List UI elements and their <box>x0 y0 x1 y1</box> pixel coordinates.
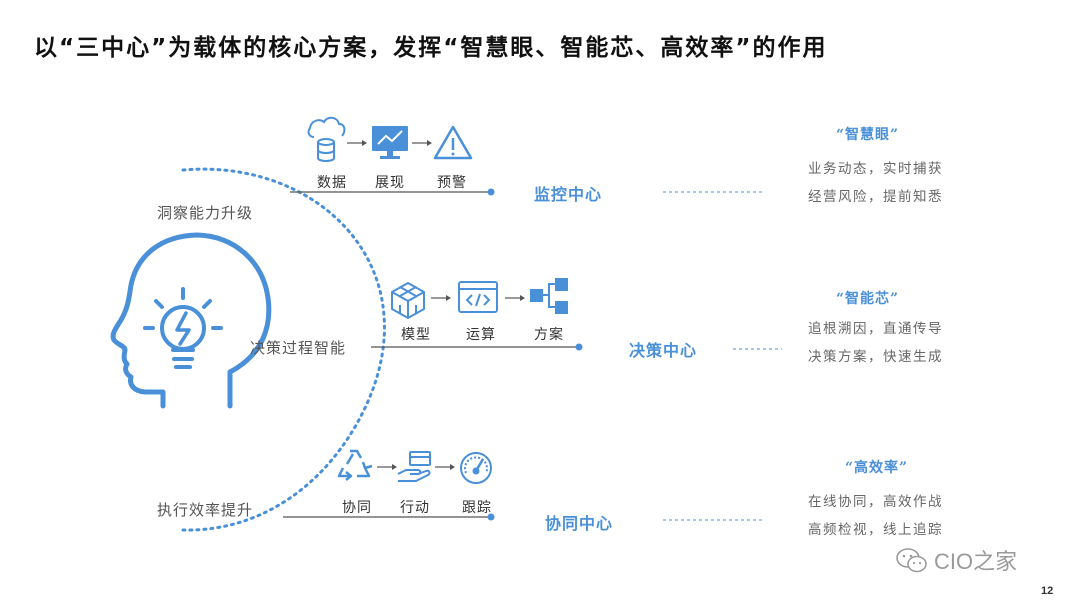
icon-label-display: 展现 <box>375 175 405 191</box>
arrow-icon <box>431 295 451 301</box>
icon-label-action: 行动 <box>400 500 430 516</box>
arrow-icon <box>412 140 432 146</box>
description-line: 高频检视，线上追踪 <box>808 522 943 538</box>
arrow-icon <box>347 140 367 146</box>
watermark-text: CIO之家 <box>934 549 1018 574</box>
center-decision: 决策中心 <box>629 341 698 360</box>
arrow-icon <box>505 295 525 301</box>
icon-label-alert: 预警 <box>437 175 467 191</box>
icon-label-track: 跟踪 <box>462 500 492 516</box>
icon-label-data: 数据 <box>317 175 347 191</box>
code-window-icon <box>458 281 498 313</box>
center-monitoring: 监控中心 <box>534 185 603 204</box>
icon-label-model: 模型 <box>401 327 431 343</box>
highlight-smart-chip: “智能芯” <box>836 291 900 307</box>
center-collaboration: 协同中心 <box>545 514 614 533</box>
icon-label-collab: 协同 <box>342 500 372 516</box>
cloud-database-icon <box>307 116 346 162</box>
wechat-icon <box>896 548 927 573</box>
recycle-icon <box>337 449 373 481</box>
row-line-2 <box>371 343 583 351</box>
row-line-3 <box>283 513 495 521</box>
description-line: 在线协同，高效作战 <box>808 494 943 510</box>
dotted-arc <box>181 167 386 532</box>
page-number: 12 <box>1041 585 1054 597</box>
stage-label-decision: 决策过程智能 <box>250 339 347 357</box>
stage-label-insight: 洞察能力升级 <box>157 204 254 222</box>
description-line: 决策方案，快速生成 <box>808 349 943 365</box>
monitor-chart-icon <box>372 126 408 159</box>
hierarchy-icon <box>530 278 568 314</box>
description-line: 经营风险，提前知悉 <box>808 189 943 205</box>
arrow-icon <box>435 464 455 470</box>
cube-model-icon <box>391 282 425 319</box>
warning-triangle-icon <box>433 125 473 160</box>
highlight-smart-eye: “智慧眼” <box>836 127 900 143</box>
hand-card-icon <box>397 451 431 482</box>
page-title: 以“三中心”为载体的核心方案，发挥“智慧眼、智能芯、高效率”的作用 <box>34 35 828 61</box>
speedometer-icon <box>460 452 492 484</box>
description-line: 业务动态，实时捕获 <box>808 161 943 177</box>
highlight-efficiency: “高效率” <box>845 460 909 476</box>
head-lightbulb-icon <box>110 232 272 409</box>
arrow-icon <box>377 464 397 470</box>
icon-label-plan: 方案 <box>534 327 564 343</box>
description-line: 追根溯因，直通传导 <box>808 321 943 337</box>
stage-label-execution: 执行效率提升 <box>157 501 254 519</box>
icon-label-compute: 运算 <box>466 327 496 343</box>
row-line-1 <box>290 188 495 196</box>
